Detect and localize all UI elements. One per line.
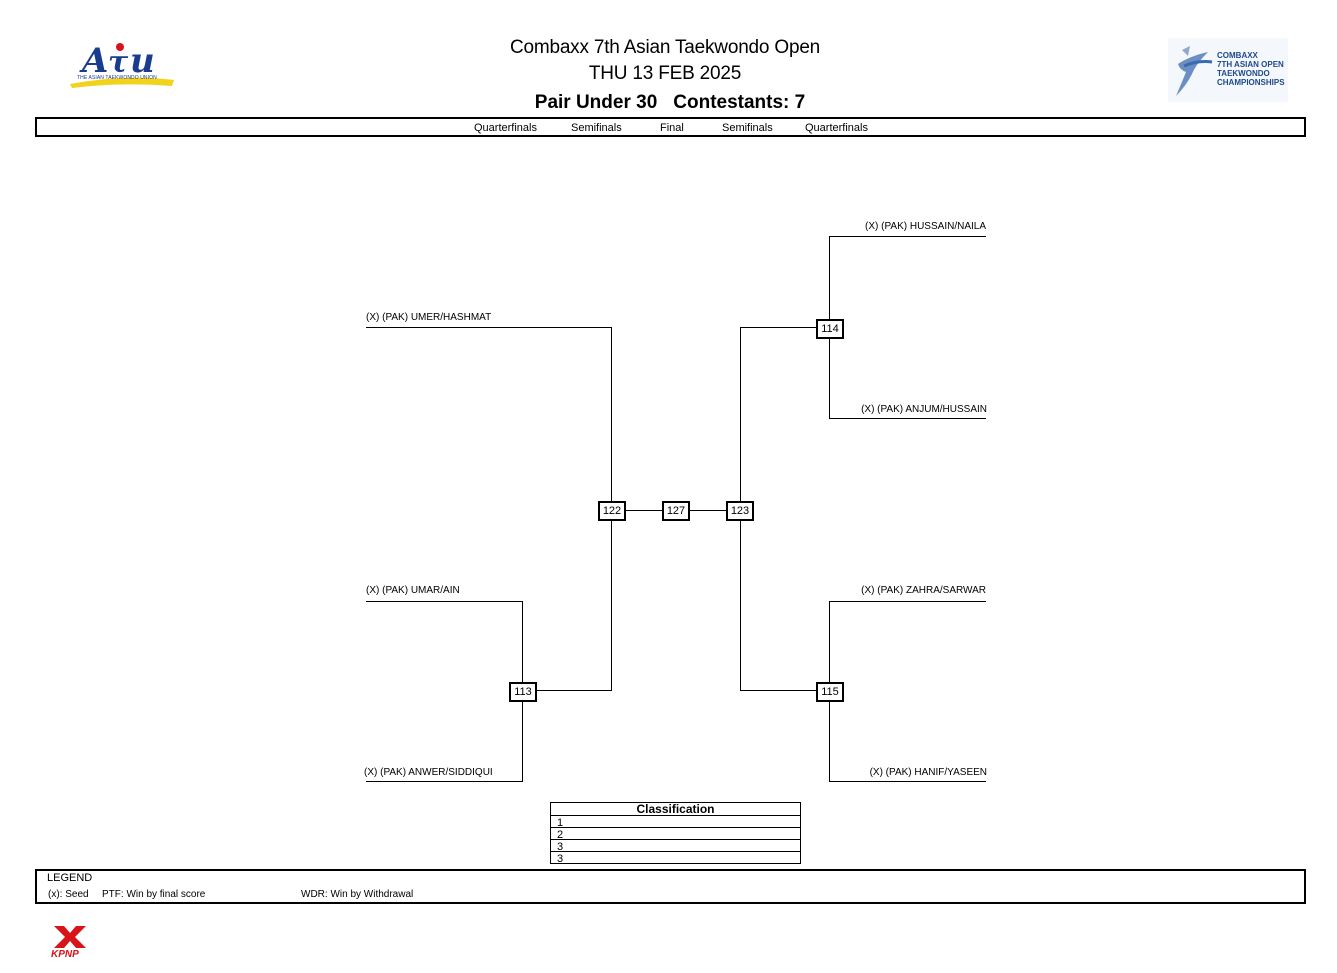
svg-text:τ: τ <box>108 45 129 80</box>
svg-text:KPNP: KPNP <box>51 949 79 958</box>
round-label-left-semifinals: Semifinals <box>571 122 622 134</box>
classification-row-3b: 3 <box>550 852 801 865</box>
bracket-line-anwer-siddiqui <box>366 700 523 782</box>
atu-tagline: THE ASIAN TAEKWONDO UNION <box>77 75 157 81</box>
legend-title: LEGEND <box>47 872 93 884</box>
entry-umar-ain: (X) (PAK) UMAR/AIN <box>366 585 460 596</box>
match-122: 122 <box>598 501 626 521</box>
contestant-count: Contestants: 7 <box>673 92 806 113</box>
kpnp-logo: KPNP <box>48 924 92 960</box>
legend-box <box>35 869 1306 904</box>
bracket-line-umer-hashmat <box>366 327 612 510</box>
bracket-line-hussain-naila <box>829 236 986 320</box>
round-label-left-quarterfinals: Quarterfinals <box>474 122 537 134</box>
classification-table: Classification 1 2 3 3 <box>550 802 801 865</box>
classification-row-2: 2 <box>550 828 801 841</box>
round-label-right-semifinals: Semifinals <box>722 122 773 134</box>
bracket-line-115-to-123 <box>740 519 816 691</box>
classification-title: Classification <box>550 802 801 816</box>
classification-row-1: 1 <box>550 816 801 829</box>
atu-logo: A τ u <box>68 40 176 90</box>
event-title: Combaxx 7th Asian Taekwondo Open <box>509 37 821 58</box>
entry-anjum-hussain: (X) (PAK) ANJUM/HUSSAIN <box>861 404 987 415</box>
bracket-line-114-to-123 <box>740 327 816 502</box>
match-113: 113 <box>509 682 537 702</box>
category-name: Pair Under 30 <box>534 92 658 113</box>
classification-row-3a: 3 <box>550 840 801 853</box>
championship-logo-text: COMBAXX 7TH ASIAN OPEN TAEKWONDO CHAMPIO… <box>1217 51 1285 87</box>
rounds-bar <box>35 117 1306 137</box>
bracket-line-hanif-yaseen <box>829 700 986 782</box>
match-123: 123 <box>726 501 754 521</box>
entry-hussain-naila: (X) (PAK) HUSSAIN/NAILA <box>865 221 986 232</box>
championship-logo <box>1168 38 1288 102</box>
bracket-line-anjum-hussain <box>829 338 986 419</box>
entry-hanif-yaseen: (X) (PAK) HANIF/YASEEN <box>869 767 987 778</box>
svg-text:u: u <box>130 41 155 81</box>
entry-umer-hashmat: (X) (PAK) UMER/HASHMAT <box>366 312 492 323</box>
match-114: 114 <box>816 319 844 339</box>
bracket-line-umar-ain <box>366 601 523 683</box>
bracket-line-zahra-sarwar <box>829 601 986 683</box>
entry-zahra-sarwar: (X) (PAK) ZAHRA/SARWAR <box>861 585 986 596</box>
legend-seed: (x): Seed <box>48 889 89 900</box>
legend-ptf: PTF: Win by final score <box>102 889 206 900</box>
svg-text:A: A <box>79 41 108 81</box>
entry-anwer-siddiqui: (X) (PAK) ANWER/SIDDIQUI <box>364 767 493 778</box>
round-label-final: Final <box>660 122 684 134</box>
bracket-line-113-to-122 <box>537 519 612 691</box>
legend-wdr: WDR: Win by Withdrawal <box>301 889 414 900</box>
event-date: THU 13 FEB 2025 <box>588 63 742 84</box>
match-115: 115 <box>816 682 844 702</box>
match-127: 127 <box>662 501 690 521</box>
round-label-right-quarterfinals: Quarterfinals <box>805 122 868 134</box>
category-heading: Pair Under 30 Contestants: 7 <box>400 92 940 114</box>
